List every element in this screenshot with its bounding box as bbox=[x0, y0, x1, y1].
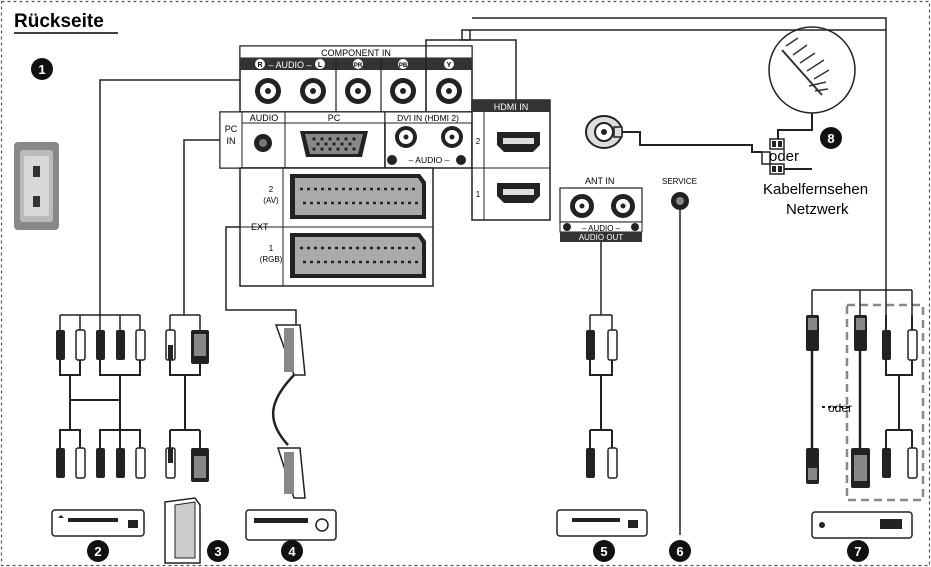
callout-5: 5 bbox=[593, 540, 615, 562]
component-jacks bbox=[255, 78, 462, 104]
service-port: SERVICE bbox=[662, 177, 697, 210]
callout-1: 1 bbox=[31, 58, 53, 80]
callout-7: 7 bbox=[847, 540, 869, 562]
back-panel: COMPONENT IN R – AUDIO – L PR PB Y PC IN… bbox=[219, 45, 551, 287]
antenna-oder-label: oder bbox=[769, 148, 799, 165]
cable-network-line-1: Kabelfernsehen bbox=[763, 181, 868, 198]
scart-2-port-icon bbox=[290, 174, 426, 219]
page-title: Rückseite bbox=[14, 11, 104, 32]
pc-audio-jack-icon bbox=[254, 134, 272, 152]
callout-8: 8 bbox=[820, 127, 842, 149]
pc-tower-icon bbox=[164, 497, 201, 564]
callout-4: 4 bbox=[281, 540, 303, 562]
audio-out-top-label: – AUDIO – bbox=[582, 224, 621, 233]
pc-cable-group bbox=[165, 314, 209, 482]
scart-cable-group bbox=[272, 324, 306, 499]
component-cable-group bbox=[56, 314, 146, 479]
hdmi-2-label: 2 bbox=[476, 137, 481, 146]
callout-2: 2 bbox=[87, 540, 109, 562]
ext-label: EXT bbox=[251, 222, 269, 232]
callout-3-label: 3 bbox=[214, 544, 221, 559]
dvd-player-icon bbox=[51, 509, 145, 537]
callout-7-label: 7 bbox=[854, 544, 861, 559]
pc-in-label-2: IN bbox=[227, 136, 236, 146]
dvi-in-label: DVI IN (HDMI 2) bbox=[397, 113, 459, 123]
component-audio-label: – AUDIO – bbox=[268, 60, 311, 70]
antenna-socket-icon bbox=[585, 115, 623, 149]
ext-1-number: 1 bbox=[269, 244, 274, 253]
hdmi-1-label: 1 bbox=[476, 190, 481, 199]
component-pb-label: PB bbox=[399, 63, 408, 69]
audio-device-icon bbox=[556, 509, 648, 537]
cable-network-line-2: Netzwerk bbox=[786, 201, 849, 218]
dvi-audio-label: – AUDIO – bbox=[409, 155, 450, 165]
callout-6-label: 6 bbox=[676, 544, 683, 559]
coax-plug-icon bbox=[761, 138, 785, 175]
audio-out-cable-group bbox=[586, 314, 618, 479]
ext-2-sub: (AV) bbox=[263, 196, 279, 205]
ext-1-sub: (RGB) bbox=[260, 255, 283, 264]
pc-in-label-1: PC bbox=[225, 124, 238, 134]
vga-port-icon bbox=[300, 131, 368, 157]
component-y-label: Y bbox=[447, 62, 452, 69]
callout-8-label: 8 bbox=[827, 131, 834, 146]
ant-in-block: ANT IN – AUDIO – AUDIO OUT bbox=[559, 176, 643, 242]
component-pr-label: PR bbox=[354, 63, 363, 69]
pc-audio-label: AUDIO bbox=[250, 113, 279, 123]
callout-1-label: 1 bbox=[38, 62, 45, 77]
audio-out-label: AUDIO OUT bbox=[579, 233, 624, 242]
component-l-label: L bbox=[318, 62, 323, 69]
pc-label: PC bbox=[328, 113, 341, 123]
ext-2-number: 2 bbox=[269, 185, 274, 194]
scart-1-port-icon bbox=[290, 233, 426, 278]
hdmi-2-port-icon bbox=[497, 132, 540, 152]
cable-oder-label: oder bbox=[828, 401, 852, 415]
callout-3: 3 bbox=[207, 540, 229, 562]
power-socket-icon bbox=[14, 142, 59, 230]
antenna-icon bbox=[768, 26, 856, 114]
service-label: SERVICE bbox=[662, 177, 697, 186]
callout-4-label: 4 bbox=[288, 544, 296, 559]
set-top-box-icon bbox=[811, 511, 913, 539]
callout-6: 6 bbox=[669, 540, 691, 562]
ant-in-label: ANT IN bbox=[585, 176, 614, 186]
callout-2-label: 2 bbox=[94, 544, 101, 559]
dvi-option-box bbox=[845, 303, 925, 502]
hdmi-dvi-cable-group bbox=[806, 289, 918, 488]
hdmi-in-label: HDMI IN bbox=[494, 102, 529, 112]
callout-5-label: 5 bbox=[600, 544, 607, 559]
component-r-label: R bbox=[257, 62, 262, 69]
hdmi-1-port-icon bbox=[497, 183, 540, 203]
component-in-label: COMPONENT IN bbox=[321, 48, 391, 58]
vcr-icon bbox=[245, 509, 337, 541]
